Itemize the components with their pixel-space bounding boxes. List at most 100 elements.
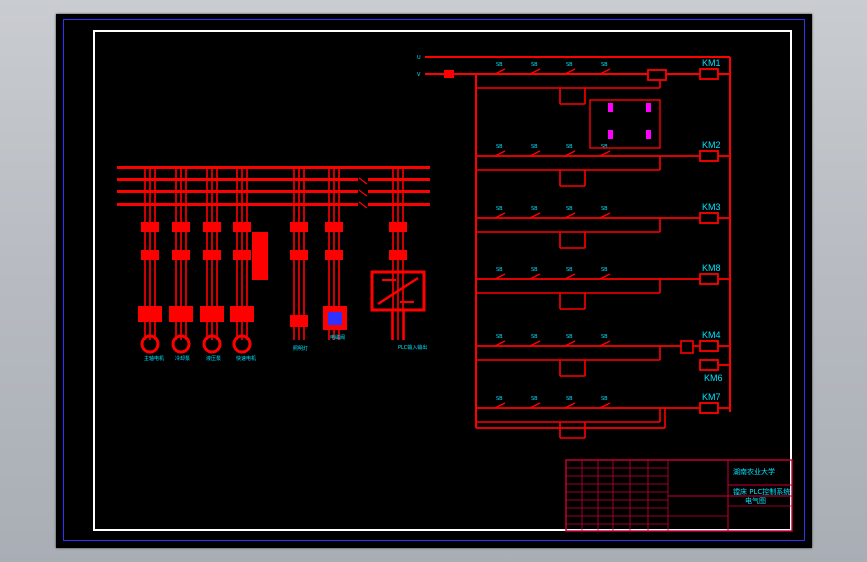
contact-tag: SB: [496, 62, 503, 68]
contact-tag: SB: [531, 267, 538, 273]
coil: [699, 68, 719, 80]
contact-blade: [599, 340, 611, 347]
contactor-block: [172, 250, 190, 260]
coil-label: KM8: [702, 263, 721, 273]
contact-tag: SB: [566, 62, 573, 68]
contact-tag: SB: [601, 144, 608, 150]
coil: [699, 402, 719, 414]
power-circuit: 主轴电机冷却泵液压泵快速电机照明灯电磁阀PLC输入输出: [117, 166, 430, 362]
contact-blade: [529, 150, 541, 157]
brake-unit: [252, 232, 268, 280]
contactor-block: [233, 222, 251, 232]
contactor-block: [203, 222, 221, 232]
contact-blade: [599, 150, 611, 157]
bus-break-mark: [358, 177, 368, 185]
contact-blade: [529, 212, 541, 219]
bus-bar: [117, 190, 430, 193]
bus-bar: [117, 166, 430, 169]
contact-tag: SB: [496, 144, 503, 150]
contactor-block: [325, 222, 343, 232]
contact-blade: [564, 402, 576, 409]
contactor-block: [141, 250, 159, 260]
motor-symbol: [202, 334, 222, 354]
contact-blade: [494, 212, 506, 219]
school-name: 湖南农业大学: [733, 467, 775, 476]
rail-u-label: U: [417, 55, 421, 61]
valve-coil: [328, 312, 342, 325]
coil-label: KM4: [702, 330, 721, 340]
coil: [699, 212, 719, 224]
contactor-block: [325, 250, 343, 260]
motor-symbol: [232, 334, 252, 354]
motor-label: 液压泵: [206, 355, 221, 362]
motor-label: 冷却泵: [175, 355, 190, 362]
contact-tag: SB: [566, 144, 573, 150]
bus-bar: [117, 178, 430, 181]
contactor-block: [290, 222, 308, 232]
contact-blade: [494, 68, 506, 75]
contact-blade: [564, 212, 576, 219]
contact-tag: SB: [566, 396, 573, 402]
contact-tag: SB: [601, 206, 608, 212]
coil: [699, 150, 719, 162]
coil: [699, 359, 719, 371]
motor-label: 快速电机: [236, 355, 256, 362]
drawing-viewport[interactable]: [56, 14, 812, 548]
drawing-border: [93, 30, 792, 531]
plc-label: PLC输入输出: [398, 344, 427, 351]
contactor-block: [233, 250, 251, 260]
timer-coil: [680, 340, 694, 354]
motor-symbol: [171, 334, 191, 354]
limit-switch: [646, 130, 651, 139]
coil: [699, 273, 719, 285]
coil-label: KM3: [702, 202, 721, 212]
rail-v-label: V: [417, 72, 421, 78]
motor-symbol: [140, 334, 160, 354]
contact-tag: SB: [566, 334, 573, 340]
thermal-relay: [169, 306, 193, 322]
converter-box: [370, 270, 426, 312]
drawing-subtitle: 电气图: [745, 496, 766, 505]
coil-label: KM6: [704, 373, 723, 383]
contact-tag: SB: [496, 396, 503, 402]
contact-blade: [494, 150, 506, 157]
contact-blade: [564, 340, 576, 347]
bus-break-mark: [358, 201, 368, 209]
contact-blade: [564, 68, 576, 75]
contact-blade: [599, 273, 611, 280]
bus-bar: [117, 203, 430, 206]
bus-break-mark: [358, 189, 368, 197]
contact-tag: SB: [531, 62, 538, 68]
contact-tag: SB: [496, 334, 503, 340]
lamp-label: 照明灯: [293, 345, 308, 352]
limit-switch: [646, 103, 651, 112]
coil-label: KM7: [702, 392, 721, 402]
contact-blade: [529, 340, 541, 347]
limit-switch: [608, 103, 613, 112]
drawing-title: 镗床 PLC控制系统: [733, 487, 790, 496]
contact-tag: SB: [496, 206, 503, 212]
interlock-block: [589, 99, 661, 149]
contact-tag: SB: [531, 206, 538, 212]
fuse: [444, 70, 454, 78]
contact-tag: SB: [601, 396, 608, 402]
thermal-relay-coil: [647, 69, 667, 81]
thermal-relay: [200, 306, 224, 322]
contact-tag: SB: [601, 62, 608, 68]
contactor-block: [141, 222, 159, 232]
transformer-block: [290, 315, 308, 327]
contact-blade: [529, 402, 541, 409]
thermal-relay: [230, 306, 254, 322]
motor-label: 主轴电机: [144, 355, 164, 362]
contact-tag: SB: [531, 396, 538, 402]
contactor-block: [389, 250, 407, 260]
contact-blade: [599, 68, 611, 75]
contact-tag: SB: [496, 267, 503, 273]
contactor-block: [172, 222, 190, 232]
contact-blade: [599, 402, 611, 409]
contact-tag: SB: [531, 334, 538, 340]
outer-blue-frame: [63, 19, 805, 541]
limit-switch: [608, 130, 613, 139]
